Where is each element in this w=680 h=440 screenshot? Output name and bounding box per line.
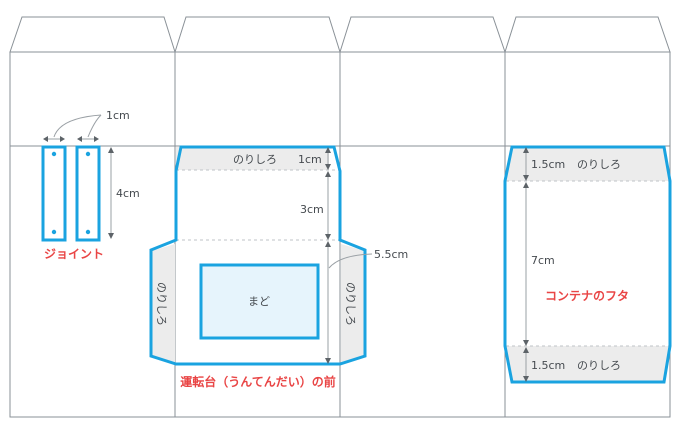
driver-front-title: 運転台（うんてんだい）の前	[180, 374, 335, 389]
joint-width-label: 1cm	[106, 109, 130, 122]
height-arrow-icon	[108, 147, 114, 239]
dot-icon	[85, 229, 91, 235]
container-lid-outline[interactable]	[503, 145, 672, 384]
joint-piece-1[interactable]	[41, 145, 67, 242]
window-cutout[interactable]	[199, 263, 320, 340]
glue-tab-right	[341, 244, 365, 362]
glue-tab-top	[176, 147, 329, 170]
container-lid-title: コンテナのフタ	[545, 289, 629, 303]
top-flap-4	[504, 16, 671, 53]
middle-size-label: 3cm	[300, 203, 324, 216]
joint-title: ジョイント	[44, 247, 104, 261]
leader-line	[53, 114, 102, 138]
glue-right-label: のりしろ	[344, 282, 357, 326]
width-arrow-icon	[43, 136, 99, 142]
glue-tab-bottom	[505, 346, 669, 382]
driver-front-outline[interactable]	[149, 145, 367, 366]
top-flap-1	[9, 16, 176, 53]
joint-height-label: 4cm	[116, 187, 140, 200]
dot-icon	[51, 229, 57, 235]
top-flap-2	[174, 16, 341, 53]
glue-top-size: 1cm	[298, 153, 322, 166]
top-flap-3	[339, 16, 506, 53]
dot-icon	[51, 151, 57, 157]
dimension-arrow-icon	[325, 147, 331, 364]
glue-top-label: のりしろ	[233, 153, 277, 166]
lower-size-label: 5.5cm	[374, 248, 408, 261]
container-lid-section: 1.5cm のりしろ 7cm コンテナのフタ 1.5cm のりしろ	[503, 145, 672, 384]
glue-tab-top	[505, 147, 669, 181]
leader-line	[328, 253, 373, 269]
glue-top-size: 1.5cm	[531, 158, 565, 171]
joint-piece-2[interactable]	[75, 145, 101, 242]
window-label: まど	[248, 295, 270, 308]
glue-bottom-label: のりしろ	[577, 359, 621, 372]
driver-front-section: まど のりしろ 1cm 3cm 5.5cm のりしろ のりしろ 運転台（うんてん…	[149, 145, 408, 389]
glue-bottom-size: 1.5cm	[531, 359, 565, 372]
middle-size-label: 7cm	[531, 254, 555, 267]
dot-icon	[85, 151, 91, 157]
glue-tab-left	[151, 244, 175, 362]
glue-top-label: のりしろ	[577, 158, 621, 171]
dimension-arrow-icon	[523, 147, 529, 382]
joint-section: 1cm 4cm ジョイント	[41, 109, 140, 261]
leader-line	[87, 114, 102, 138]
glue-left-label: のりしろ	[155, 282, 168, 326]
